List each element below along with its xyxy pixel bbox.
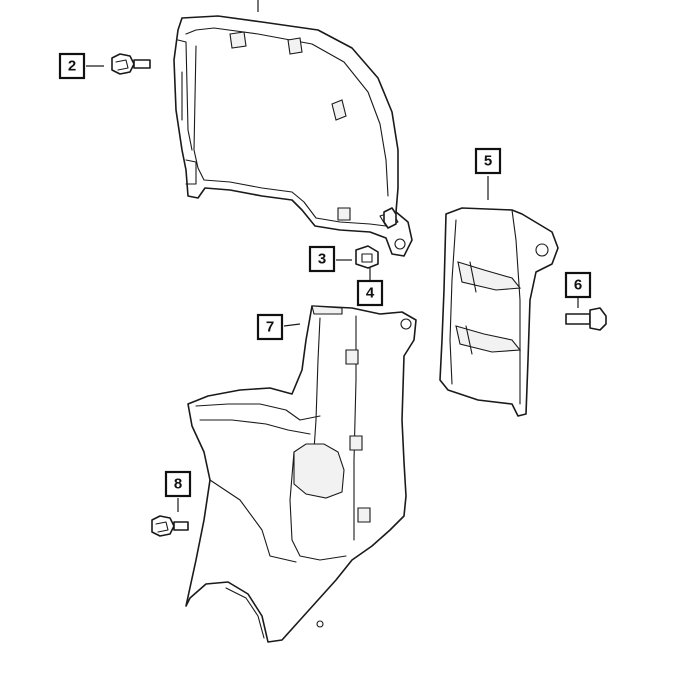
callout-box-3: [308, 245, 336, 273]
callout-5: 5: [474, 147, 502, 175]
callout-box-5: [474, 147, 502, 175]
callout-box-8: [164, 470, 192, 498]
stud-part-4: [383, 207, 397, 229]
callout-label-3: 3: [318, 251, 326, 268]
nut-part-3: [355, 245, 379, 269]
callout-label-2: 2: [68, 58, 76, 75]
callout-box-2: [58, 52, 86, 80]
callout-4: 4: [356, 279, 384, 307]
callout-7: 7: [256, 313, 284, 341]
callout-label-7: 7: [266, 319, 274, 336]
side-cover-part: [439, 207, 559, 417]
callout-box-4: [356, 279, 384, 307]
bolt-part-2: [111, 53, 151, 75]
leader-lines: [86, 0, 579, 512]
upper-cover-part: [173, 15, 413, 257]
lower-cover-part: [185, 305, 417, 643]
callout-label-6: 6: [574, 277, 582, 294]
callout-box-7: [256, 313, 284, 341]
bolt-part-8: [151, 515, 189, 537]
callout-2: 2: [58, 52, 86, 80]
callout-label-8: 8: [174, 476, 182, 493]
callout-8: 8: [164, 470, 192, 498]
bolt-part-6: [565, 307, 607, 331]
callout-label-4: 4: [366, 285, 375, 302]
callout-6: 6: [564, 271, 592, 299]
callout-label-5: 5: [484, 153, 492, 170]
leader-7: [283, 323, 301, 327]
callout-box-6: [564, 271, 592, 299]
callout-3: 3: [308, 245, 336, 273]
